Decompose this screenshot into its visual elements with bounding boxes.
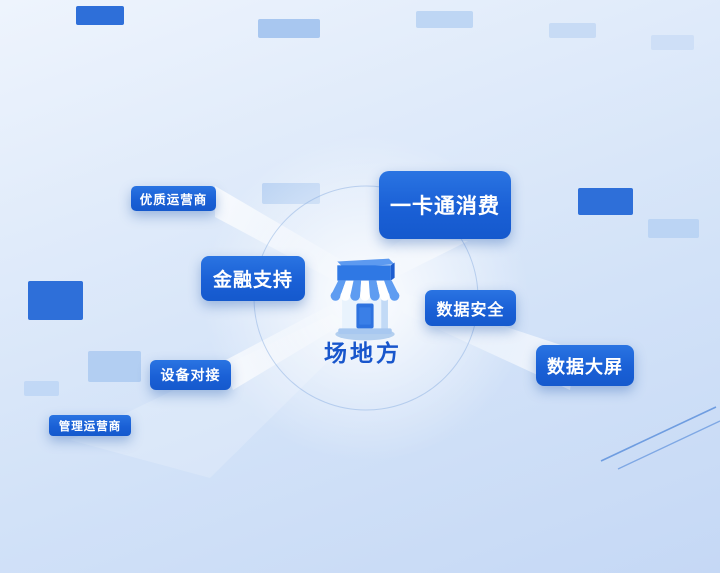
node-quality-operator: 优质运营商 <box>131 186 216 211</box>
diagonal-line <box>617 420 720 470</box>
decor-rect <box>28 281 83 320</box>
decor-rect <box>262 183 320 204</box>
decor-rect <box>88 351 141 382</box>
node-financial-support: 金融支持 <box>201 256 305 301</box>
decor-rect <box>76 6 124 25</box>
decor-rect <box>24 381 59 396</box>
storefront-icon <box>330 258 400 341</box>
decor-rect <box>258 19 320 38</box>
node-data-screen: 数据大屏 <box>536 345 634 386</box>
node-management-operator: 管理运营商 <box>49 415 131 436</box>
center-label: 场地方 <box>324 340 402 366</box>
decor-rect <box>651 35 694 50</box>
decor-rect <box>549 23 596 38</box>
diagonal-line <box>600 406 717 462</box>
node-card-consumption: 一卡通消费 <box>379 171 511 239</box>
decor-rect <box>648 219 699 238</box>
decor-rect <box>416 11 473 28</box>
node-data-security: 数据安全 <box>425 290 516 326</box>
node-device-connection: 设备对接 <box>150 360 231 390</box>
decor-rect <box>578 188 633 215</box>
